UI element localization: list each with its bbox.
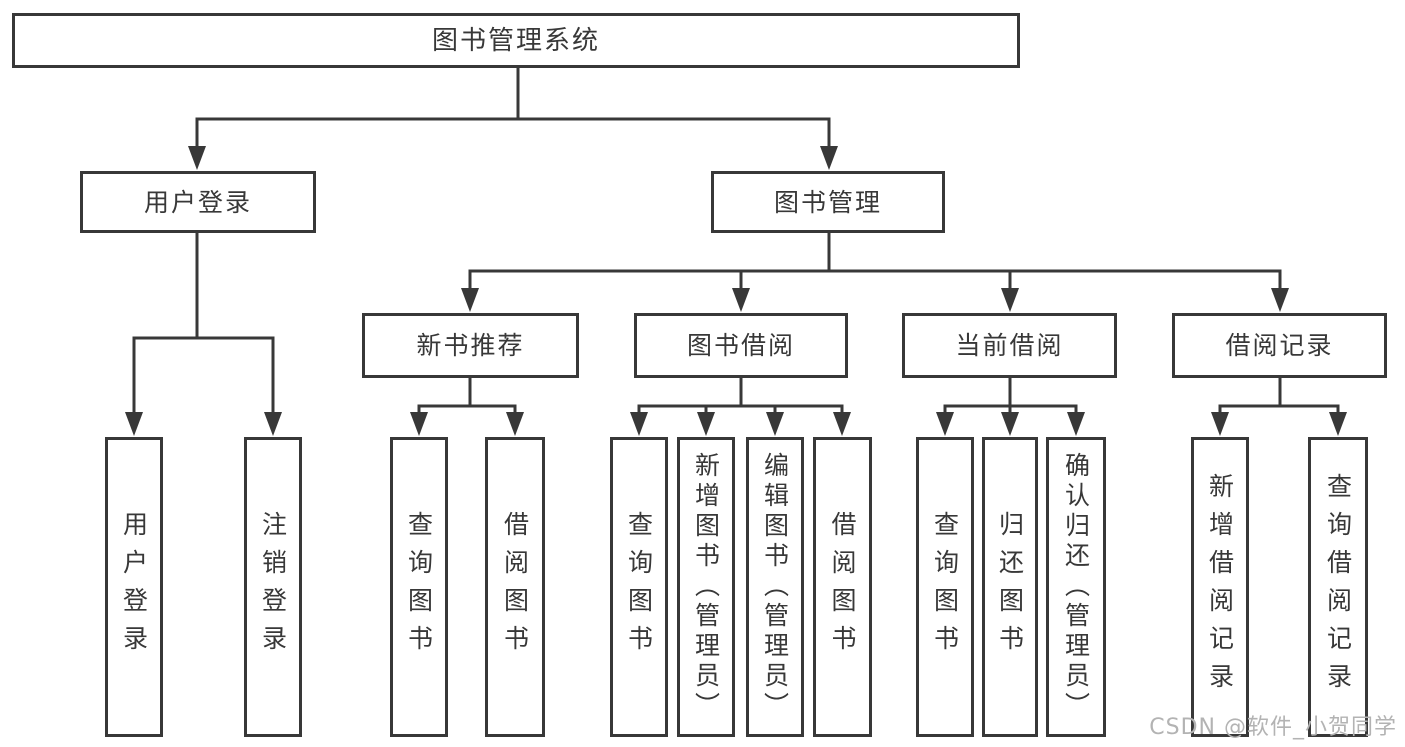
node-library-management-system: 图书管理系统: [12, 13, 1020, 68]
node-new-book-recommend: 新书推荐: [362, 313, 579, 378]
leaf-query-books-recommend: 查询图书: [390, 437, 448, 737]
node-book-borrowing: 图书借阅: [634, 313, 848, 378]
leaf-query-books-current: 查询图书: [916, 437, 974, 737]
node-user-login-group: 用户登录: [80, 171, 316, 233]
node-borrow-records: 借阅记录: [1172, 313, 1387, 378]
leaf-edit-books-admin: 编辑图书（管理员）: [746, 437, 804, 737]
leaf-borrow-books-borrowing: 借阅图书: [813, 437, 872, 737]
node-current-borrowing: 当前借阅: [902, 313, 1117, 378]
watermark-text: CSDN @软件_小贺同学: [1149, 715, 1397, 740]
leaf-query-borrow-record: 查询借阅记录: [1308, 437, 1368, 737]
leaf-add-books-admin: 新增图书（管理员）: [677, 437, 735, 737]
leaf-user-login: 用户登录: [105, 437, 163, 737]
node-book-management: 图书管理: [711, 171, 945, 233]
leaf-query-books-borrowing: 查询图书: [610, 437, 668, 737]
leaf-confirm-return-admin: 确认归还（管理员）: [1046, 437, 1106, 737]
leaf-logout: 注销登录: [244, 437, 302, 737]
leaf-borrow-books-recommend: 借阅图书: [485, 437, 545, 737]
leaf-return-books: 归还图书: [982, 437, 1038, 737]
leaf-add-borrow-record: 新增借阅记录: [1191, 437, 1249, 737]
